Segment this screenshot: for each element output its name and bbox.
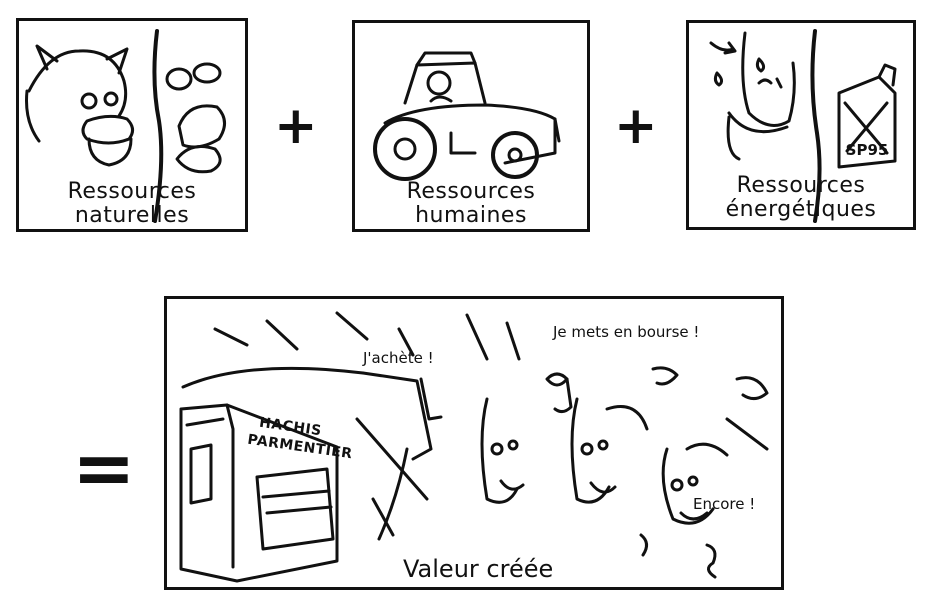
speech-stock: Je mets en bourse ! <box>553 323 700 341</box>
sweating-worker-and-fuel-can-drawing <box>709 29 897 223</box>
panel-human-resources: Ressources humaines <box>352 20 590 232</box>
panel-caption-line2: naturelles <box>74 203 190 228</box>
panel-created-value: HACHIS PARMENTIER J'achète ! Je mets en … <box>164 296 784 590</box>
equals-sign: = <box>72 423 136 512</box>
panel-caption-line2: énergétiques <box>725 197 877 222</box>
panel-natural-resources: Ressources naturelles <box>16 18 248 232</box>
cow-and-potatoes-drawing <box>25 29 226 223</box>
tractor-drawing <box>373 51 561 181</box>
plus-sign: + <box>274 96 318 156</box>
speech-buy: J'achète ! <box>363 349 434 367</box>
panel-caption-line2: humaines <box>415 203 527 228</box>
supermarket-scene-drawing <box>179 311 769 583</box>
panel-caption-line1: Ressources <box>67 179 197 204</box>
fuel-can-label: SP95 <box>845 141 889 159</box>
panel-caption-line1: Ressources <box>736 173 866 198</box>
plus-sign: + <box>614 96 658 156</box>
panel-energy-resources: SP95 Ressources énergétiques <box>686 20 916 230</box>
panel-caption-line1: Ressources <box>406 179 536 204</box>
speech-more: Encore ! <box>693 495 756 513</box>
result-caption: Valeur créée <box>403 555 554 583</box>
